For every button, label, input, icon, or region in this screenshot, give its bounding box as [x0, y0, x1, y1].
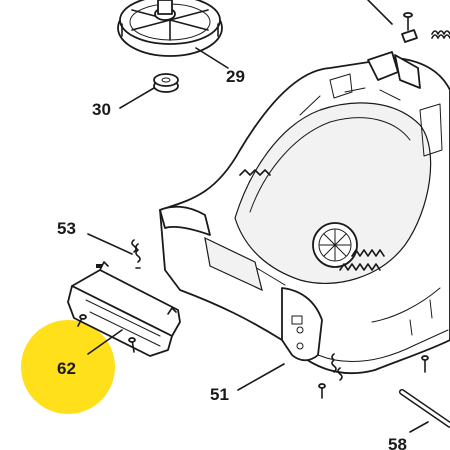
callout-53: 53 — [57, 219, 76, 238]
leader-29 — [195, 47, 229, 69]
callout-30: 30 — [92, 100, 111, 119]
leader-lines — [87, 0, 429, 433]
axle-rod-58 — [399, 389, 450, 428]
screw-lower-right — [421, 355, 429, 373]
leader-58 — [409, 421, 429, 433]
callout-29: 29 — [226, 67, 245, 86]
callout-labels: 29 30 53 62 51 58 — [57, 67, 407, 450]
leader-51 — [237, 363, 285, 391]
screw-lower-left — [318, 383, 326, 399]
highlight-circle — [21, 320, 115, 414]
screw-left-flap — [77, 314, 87, 327]
spring-top-right — [431, 30, 450, 39]
leader-62 — [87, 329, 123, 355]
pulley-wheel — [117, 0, 223, 57]
mower-deck — [159, 51, 450, 375]
callout-62: 62 — [57, 359, 76, 378]
callout-51: 51 — [210, 385, 229, 404]
screw-bottom-flap — [128, 337, 136, 353]
rear-flap-62 — [67, 261, 181, 357]
screw-top-right — [401, 12, 418, 43]
leader-top-right — [367, 0, 393, 25]
spring-53 — [131, 239, 141, 269]
spring-lower — [331, 353, 343, 381]
leader-53 — [87, 233, 133, 255]
washer — [153, 73, 179, 93]
leader-30 — [119, 87, 155, 109]
callout-58: 58 — [388, 435, 407, 450]
